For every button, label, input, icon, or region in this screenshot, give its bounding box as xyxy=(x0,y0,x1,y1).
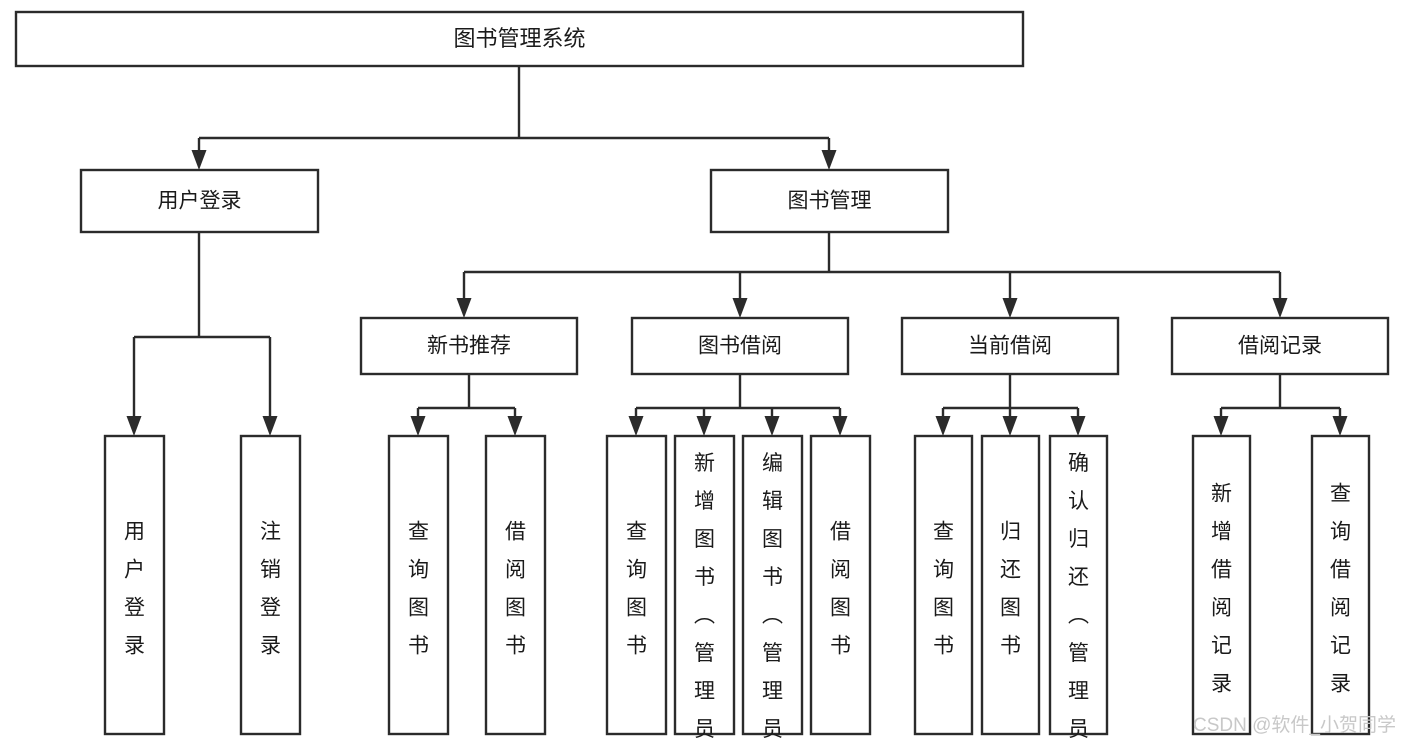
node-current-borrow[interactable]: 当前借阅 xyxy=(900,316,1120,376)
node-new-book-recommend-box[interactable] xyxy=(359,316,579,376)
node-book-borrow-label: 图书借阅 xyxy=(698,335,782,358)
node-leaf-user-login[interactable]: 用户登录 xyxy=(103,434,166,736)
node-leaf-return-book-label: 归还图书 xyxy=(1000,521,1021,658)
node-leaf-borrow-book-1-label: 借阅图书 xyxy=(505,521,526,658)
node-leaf-borrow-book-2-box[interactable] xyxy=(809,434,872,736)
node-leaf-query-record[interactable]: 查询借阅记录 xyxy=(1310,434,1371,736)
node-leaf-add-record-label: 新增借阅记录 xyxy=(1211,483,1232,696)
node-leaf-query-book-1[interactable]: 查询图书 xyxy=(387,434,450,736)
node-book-borrow-box[interactable] xyxy=(630,316,850,376)
node-borrow-record-box[interactable] xyxy=(1170,316,1390,376)
node-leaf-query-book-3-box[interactable] xyxy=(913,434,974,736)
node-leaf-return-book[interactable]: 归还图书 xyxy=(980,434,1041,736)
node-root-label: 图书管理系统 xyxy=(453,26,585,51)
arrow-head-icon xyxy=(507,416,523,436)
node-leaf-query-book-3[interactable]: 查询图书 xyxy=(913,434,974,736)
arrow-head-icon xyxy=(262,416,278,436)
arrow-head-icon xyxy=(191,150,207,170)
node-leaf-logout-login-label: 注销登录 xyxy=(260,521,281,658)
node-user-login-box[interactable] xyxy=(79,168,320,234)
node-leaf-user-login-label: 用户登录 xyxy=(124,521,145,658)
node-leaf-confirm-return-box[interactable] xyxy=(1048,434,1109,736)
node-book-management-label: 图书管理 xyxy=(788,190,872,213)
arrow-head-icon xyxy=(732,298,748,318)
node-book-management[interactable]: 图书管理 xyxy=(709,168,950,234)
node-leaf-borrow-book-1[interactable]: 借阅图书 xyxy=(484,434,547,736)
node-leaf-query-book-2[interactable]: 查询图书 xyxy=(605,434,668,736)
arrow-head-icon xyxy=(1002,416,1018,436)
node-leaf-add-book-box[interactable] xyxy=(673,434,736,736)
node-leaf-edit-book-label: 编辑图书︵管理员︶ xyxy=(762,452,783,747)
node-user-login[interactable]: 用户登录 xyxy=(79,168,320,234)
node-leaf-query-book-1-box[interactable] xyxy=(387,434,450,736)
node-borrow-record[interactable]: 借阅记录 xyxy=(1170,316,1390,376)
node-leaf-add-book-label: 新增图书︵管理员︶ xyxy=(694,452,715,747)
arrow-head-icon xyxy=(410,416,426,436)
node-leaf-user-login-box[interactable] xyxy=(103,434,166,736)
node-leaf-borrow-book-2-label: 借阅图书 xyxy=(830,521,851,658)
arrow-head-icon xyxy=(1213,416,1229,436)
arrow-head-icon xyxy=(821,150,837,170)
csdn-watermark: CSDN @软件_小贺同学 xyxy=(1193,714,1396,736)
node-leaf-borrow-book-1-box[interactable] xyxy=(484,434,547,736)
arrow-head-icon xyxy=(764,416,780,436)
arrow-head-icon xyxy=(832,416,848,436)
node-leaf-query-book-2-box[interactable] xyxy=(605,434,668,736)
node-new-book-recommend[interactable]: 新书推荐 xyxy=(359,316,579,376)
node-leaf-confirm-return-label: 确认归还︵管理员︶ xyxy=(1068,452,1089,747)
node-leaf-borrow-book-2[interactable]: 借阅图书 xyxy=(809,434,872,736)
node-leaf-add-record-box[interactable] xyxy=(1191,434,1252,736)
node-leaf-edit-book-box[interactable] xyxy=(741,434,804,736)
arrow-head-icon xyxy=(1070,416,1086,436)
node-current-borrow-label: 当前借阅 xyxy=(968,335,1052,358)
arrow-head-icon xyxy=(126,416,142,436)
node-leaf-query-record-label: 查询借阅记录 xyxy=(1330,483,1351,696)
arrow-head-icon xyxy=(1002,298,1018,318)
node-leaf-query-book-2-label: 查询图书 xyxy=(626,521,647,658)
arrow-head-icon xyxy=(696,416,712,436)
node-leaf-logout-login[interactable]: 注销登录 xyxy=(239,434,302,736)
node-leaf-add-book[interactable]: 新增图书︵管理员︶ xyxy=(673,434,736,747)
nodes-layer: 图书管理系统用户登录图书管理新书推荐图书借阅当前借阅借阅记录用户登录注销登录查询… xyxy=(14,10,1390,747)
node-leaf-return-book-box[interactable] xyxy=(980,434,1041,736)
node-root[interactable]: 图书管理系统 xyxy=(14,10,1025,68)
node-leaf-confirm-return[interactable]: 确认归还︵管理员︶ xyxy=(1048,434,1109,747)
node-root-box[interactable] xyxy=(14,10,1025,68)
node-current-borrow-box[interactable] xyxy=(900,316,1120,376)
node-leaf-add-record[interactable]: 新增借阅记录 xyxy=(1191,434,1252,736)
node-book-borrow[interactable]: 图书借阅 xyxy=(630,316,850,376)
node-leaf-query-book-3-label: 查询图书 xyxy=(933,521,954,658)
node-user-login-label: 用户登录 xyxy=(158,190,242,213)
arrow-head-icon xyxy=(1272,298,1288,318)
arrow-head-icon xyxy=(628,416,644,436)
arrow-head-icon xyxy=(1332,416,1348,436)
node-new-book-recommend-label: 新书推荐 xyxy=(427,335,511,358)
node-leaf-logout-login-box[interactable] xyxy=(239,434,302,736)
arrow-head-icon xyxy=(456,298,472,318)
connectors-layer xyxy=(126,66,1348,436)
node-borrow-record-label: 借阅记录 xyxy=(1238,335,1322,358)
node-leaf-edit-book[interactable]: 编辑图书︵管理员︶ xyxy=(741,434,804,747)
node-leaf-query-book-1-label: 查询图书 xyxy=(408,521,429,658)
node-book-management-box[interactable] xyxy=(709,168,950,234)
arrow-head-icon xyxy=(935,416,951,436)
node-leaf-query-record-box[interactable] xyxy=(1310,434,1371,736)
